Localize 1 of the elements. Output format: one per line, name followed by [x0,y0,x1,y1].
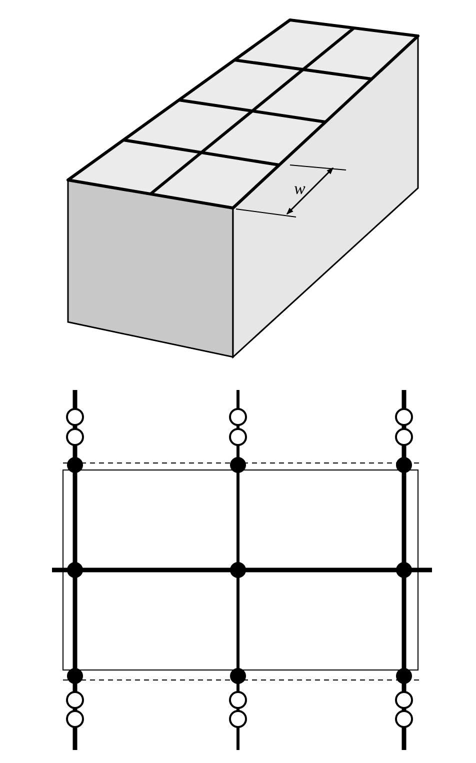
dimension-label: w [294,180,306,197]
